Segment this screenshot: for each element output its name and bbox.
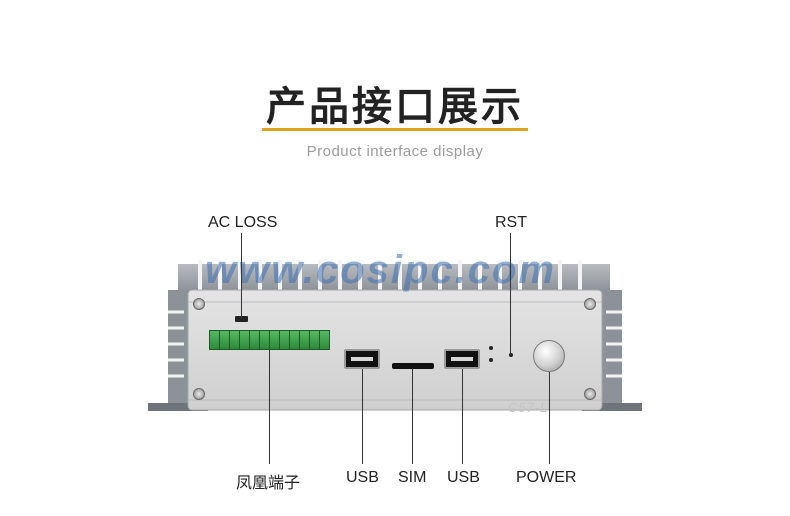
terminal-pin xyxy=(310,331,320,349)
label-usb-left: USB xyxy=(346,469,379,486)
page-subtitle: Product interface display xyxy=(306,143,484,160)
usb-port-left xyxy=(344,349,380,369)
leader-usb-left xyxy=(362,369,363,464)
page-title: 产品接口展示 xyxy=(266,84,524,130)
screw-top-right xyxy=(584,298,596,310)
label-power: POWER xyxy=(516,469,577,486)
leader-power xyxy=(549,372,550,464)
label-sim: SIM xyxy=(398,469,427,486)
status-led-1 xyxy=(489,346,493,350)
terminal-pin xyxy=(320,331,329,349)
terminal-pin xyxy=(280,331,290,349)
leader-terminal xyxy=(269,350,270,464)
terminal-pin xyxy=(230,331,240,349)
screw-bottom-left xyxy=(193,388,205,400)
screw-bottom-right xyxy=(584,388,596,400)
label-usb-right: USB xyxy=(447,469,480,486)
leader-usb-right xyxy=(462,369,463,464)
device-front-panel xyxy=(148,260,642,411)
label-ac-loss: AC LOSS xyxy=(208,214,278,231)
terminal-pin xyxy=(290,331,300,349)
leader-ac-loss xyxy=(241,233,242,319)
terminal-pin xyxy=(260,331,270,349)
label-rst: RST xyxy=(495,214,527,231)
sim-slot xyxy=(392,363,434,369)
terminal-pin xyxy=(210,331,220,349)
terminal-pin xyxy=(250,331,260,349)
watermark-text: www.cosipc.com xyxy=(205,248,557,292)
terminal-pin xyxy=(300,331,310,349)
status-led-2 xyxy=(489,358,493,362)
reset-pinhole xyxy=(509,353,513,357)
terminal-pin xyxy=(220,331,230,349)
leader-sim xyxy=(412,369,413,464)
power-button xyxy=(533,340,565,372)
model-mark: C57-L xyxy=(508,400,549,415)
screw-top-left xyxy=(193,298,205,310)
terminal-pin xyxy=(270,331,280,349)
label-phoenix-terminal: 凤凰端子 xyxy=(236,475,301,492)
phoenix-terminal-block xyxy=(209,330,330,350)
usb-port-right xyxy=(444,349,480,369)
leader-rst xyxy=(510,233,511,355)
ac-loss-switch xyxy=(235,316,248,322)
title-underline xyxy=(262,128,528,131)
terminal-pin xyxy=(240,331,250,349)
